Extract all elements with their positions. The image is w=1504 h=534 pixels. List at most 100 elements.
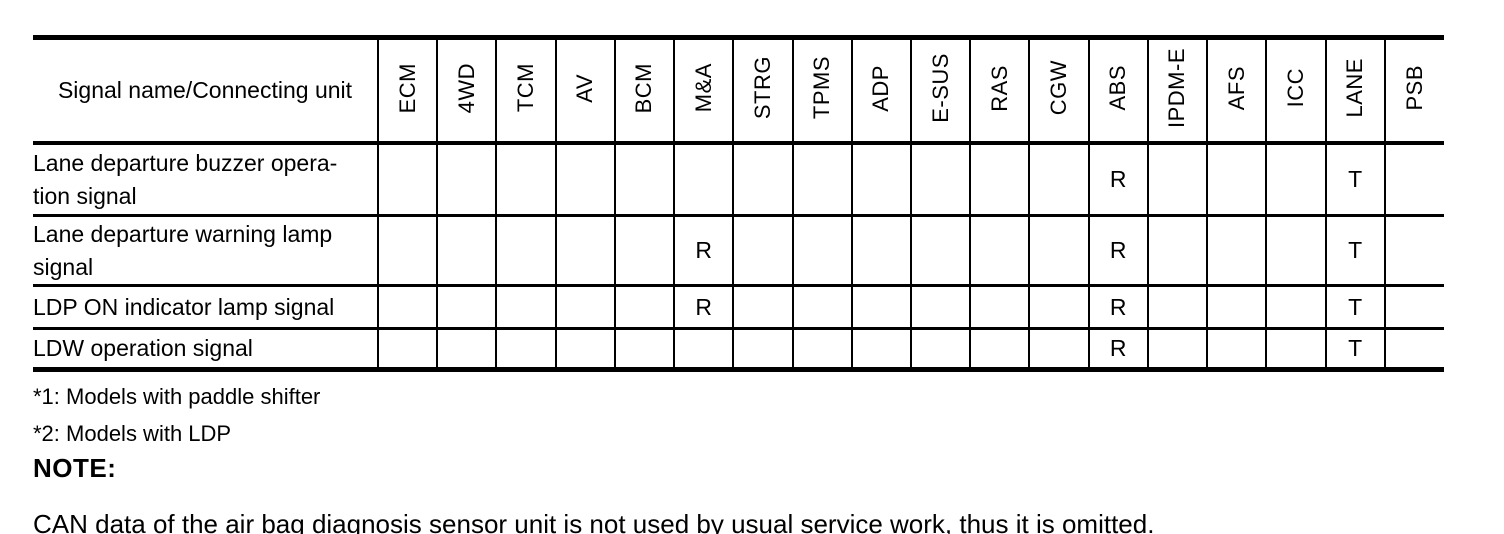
signal-cell: R [673, 284, 734, 329]
table-row: Lane departure buzzer opera-tion signal R… [33, 141, 1444, 216]
signal-cell [376, 214, 438, 286]
column-header-4wd: 4WD [436, 37, 497, 145]
column-header-label: ADP [868, 64, 894, 112]
column-header-label: AFS [1223, 65, 1249, 111]
column-header-bcm: BCM [613, 37, 675, 145]
signal-cell [1383, 214, 1444, 286]
column-header-afs: AFS [1206, 37, 1267, 145]
signal-cell [850, 284, 911, 329]
signal-cell [909, 284, 971, 329]
column-header-label: PSB [1401, 65, 1427, 111]
signal-cell [376, 284, 438, 329]
column-header-label: RAS [986, 64, 1012, 112]
signal-cell [1383, 284, 1444, 329]
column-header-label: ICC [1282, 68, 1308, 108]
signal-cell [1146, 327, 1208, 370]
signal-cell [613, 214, 675, 286]
column-header-label: STRG [749, 56, 775, 120]
signal-cell [1028, 327, 1089, 370]
signal-cell [791, 141, 852, 216]
signal-cell [1146, 284, 1208, 329]
signal-cell [1028, 214, 1089, 286]
signal-cell [495, 284, 556, 329]
signal-cell [909, 141, 971, 216]
column-header-av: AV [554, 37, 615, 145]
signal-cell [1028, 141, 1089, 216]
row-label: LDP ON indicator lamp signal [33, 284, 378, 329]
signal-cell [1206, 141, 1267, 216]
column-header-label: ECM [394, 62, 420, 114]
signal-cell [1028, 284, 1089, 329]
signal-cell [613, 284, 675, 329]
signal-cell: T [1324, 327, 1385, 370]
signal-cell [613, 327, 675, 370]
signal-cell [969, 327, 1030, 370]
column-header-label: CGW [1046, 60, 1072, 116]
column-header-icc: ICC [1265, 37, 1326, 145]
signal-cell [1206, 214, 1267, 286]
signal-cell [909, 327, 971, 370]
note-text: CAN data of the air bag diagnosis sensor… [33, 509, 1155, 534]
signal-cell: R [1087, 214, 1148, 286]
signal-cell [1206, 327, 1267, 370]
signal-cell: R [1087, 284, 1148, 329]
signal-cell: R [1087, 141, 1148, 216]
signal-cell [969, 214, 1030, 286]
signal-cell [673, 141, 734, 216]
footnote-2: *2: Models with LDP [33, 421, 232, 446]
signal-cell: T [1324, 284, 1385, 329]
column-header-ras: RAS [969, 37, 1030, 145]
signal-cell [732, 214, 793, 286]
column-header-label: IPDM-E [1164, 48, 1190, 128]
column-header-ecm: ECM [376, 37, 438, 145]
signal-cell [969, 284, 1030, 329]
signal-cell: T [1324, 214, 1385, 286]
signal-cell [850, 141, 911, 216]
signal-cell [969, 141, 1030, 216]
column-header-label: BCM [631, 62, 657, 114]
signal-cell [732, 141, 793, 216]
signal-cell [791, 327, 852, 370]
column-header-label: M&A [690, 63, 716, 113]
signal-cell [1265, 284, 1326, 329]
footnote-1: *1: Models with paddle shifter [33, 384, 321, 409]
signal-cell [909, 214, 971, 286]
note-heading: NOTE: [33, 453, 117, 483]
column-header-label: TPMS [809, 56, 835, 120]
signal-cell [436, 141, 497, 216]
column-header-abs: ABS [1087, 37, 1148, 145]
column-header-label: 4WD [453, 62, 479, 114]
signal-cell [613, 141, 675, 216]
signal-cell: T [1324, 141, 1385, 216]
signal-cell [1146, 214, 1208, 286]
signal-cell [732, 327, 793, 370]
column-header-psb: PSB [1383, 37, 1444, 145]
signal-cell [1383, 141, 1444, 216]
signal-cell [791, 284, 852, 329]
signal-cell [1383, 327, 1444, 370]
signal-cell [376, 141, 438, 216]
row-label: LDW operation signal [33, 327, 378, 370]
signal-cell [1265, 327, 1326, 370]
column-header-cgw: CGW [1028, 37, 1089, 145]
column-header-label: LANE [1342, 58, 1368, 118]
signal-cell [554, 327, 615, 370]
table-row: LDP ON indicator lamp signal R R T [33, 284, 1444, 329]
signal-cell [673, 327, 734, 370]
signal-cell [495, 327, 556, 370]
column-header-tpms: TPMS [791, 37, 852, 145]
column-header-label: ABS [1105, 65, 1131, 111]
signal-cell [436, 327, 497, 370]
row-label: Lane departure buzzer opera-tion signal [33, 141, 378, 216]
column-header-lane: LANE [1324, 37, 1385, 145]
corner-header: Signal name/Connecting unit [33, 37, 378, 145]
signal-cell [436, 284, 497, 329]
column-header-strg: STRG [732, 37, 793, 145]
signal-cell: R [673, 214, 734, 286]
